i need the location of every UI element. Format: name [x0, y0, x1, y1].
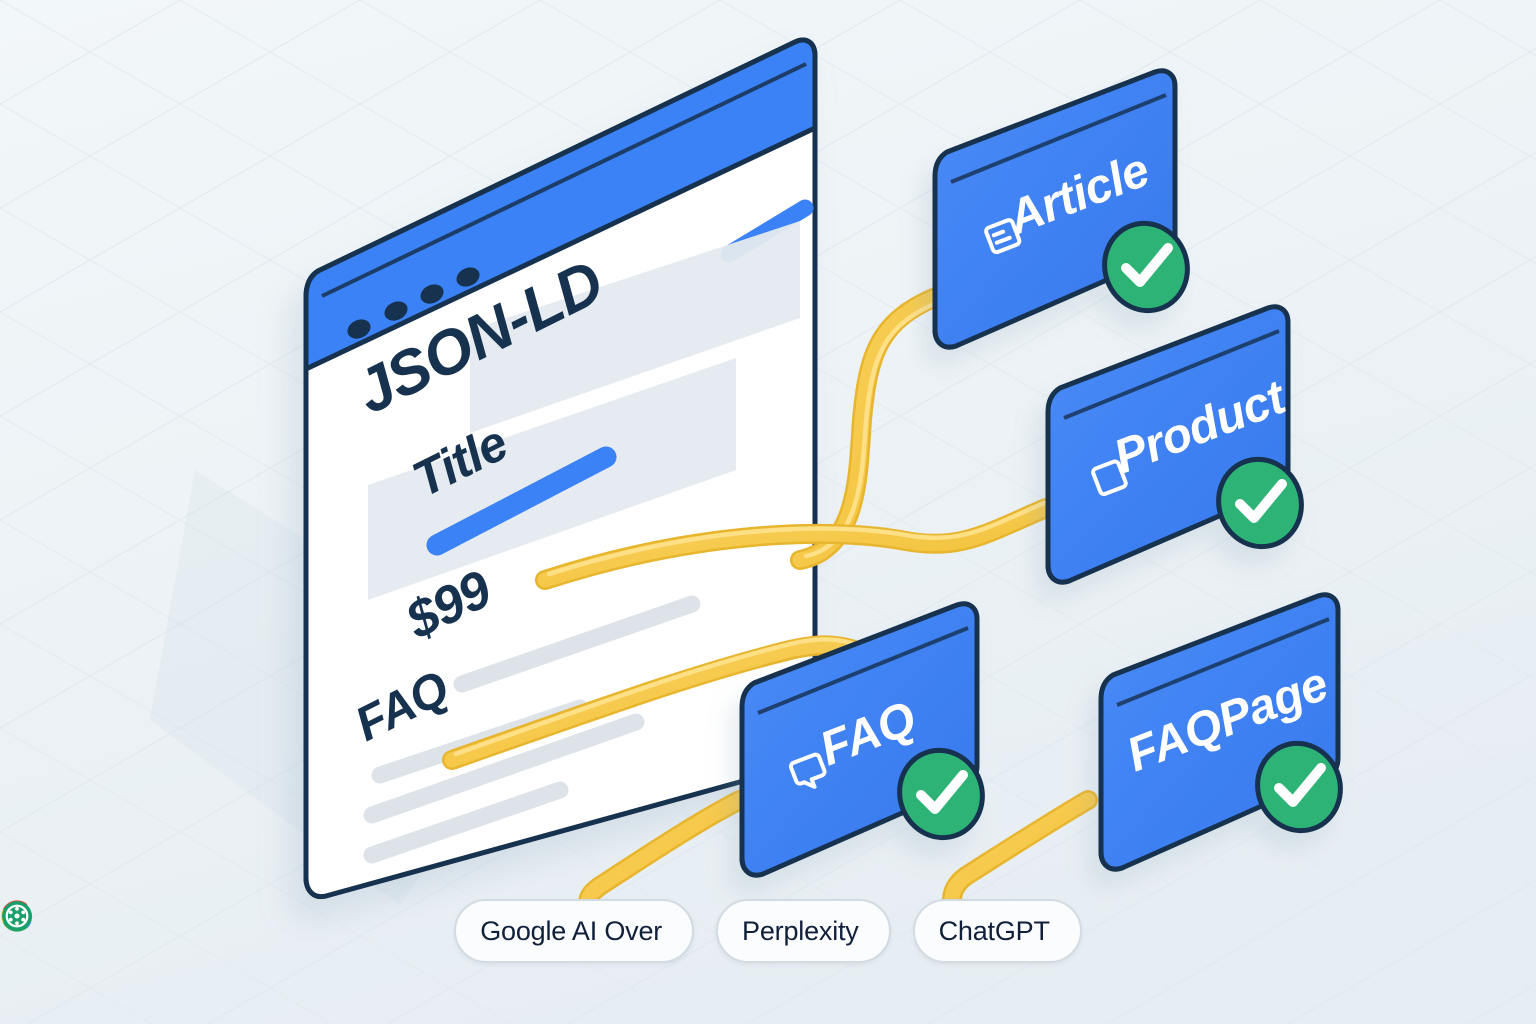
- chatgpt-icon: [2, 901, 32, 931]
- status-badge-valid-faq: [897, 747, 985, 841]
- check-icon: [1274, 763, 1326, 807]
- schema-card-faq[interactable]: FAQ: [739, 601, 995, 878]
- field-value-bar-title: [426, 446, 617, 556]
- field-value-bar-price: [453, 595, 701, 693]
- ai-consumer-pill-row: Google AI Over Perplexity ChatGPT: [0, 899, 1536, 963]
- status-badge-valid-faqpage: [1255, 740, 1343, 834]
- window-dot[interactable]: [417, 281, 446, 307]
- connector-to-product-fill: [537, 500, 1054, 588]
- pill-label-perplexity: Perplexity: [742, 915, 859, 946]
- window-dot[interactable]: [453, 264, 482, 290]
- pill-google-ai-overview[interactable]: Google AI Over: [1, 899, 695, 963]
- product-box-icon: [1091, 459, 1128, 497]
- connector-to-chatgpt-pill-fill: [944, 792, 1096, 908]
- placeholder-row: [363, 713, 645, 824]
- status-badge-valid-product: [1216, 456, 1304, 550]
- check-icon: [1121, 243, 1173, 287]
- window-dot[interactable]: [381, 298, 410, 324]
- faq-speech-bubble-icon: [788, 752, 827, 789]
- check-icon: [916, 770, 968, 814]
- article-doc-icon: [984, 218, 1022, 255]
- check-icon: [1235, 479, 1287, 523]
- card-front-face: [739, 601, 980, 878]
- placeholder-row: [363, 781, 569, 864]
- card-top-highlight: [950, 93, 1167, 184]
- window-dot[interactable]: [344, 316, 373, 342]
- pill-label-google-ai-overview: Google AI Over: [480, 915, 663, 946]
- connector-to-google-pill-fill: [580, 792, 748, 912]
- card-top-highlight: [757, 626, 969, 715]
- card-top-highlight: [1116, 617, 1330, 707]
- content-panel-placeholder: [470, 221, 800, 433]
- pill-chatgpt[interactable]: ChatGPT: [2, 899, 1082, 963]
- pill-label-chatgpt: ChatGPT: [938, 915, 1050, 946]
- connector-highlight: [546, 500, 1047, 577]
- browser-window-controls[interactable]: [344, 264, 482, 342]
- card-front-face: [1098, 592, 1341, 872]
- browser-titlebar-highlight: [321, 62, 807, 298]
- schema-card-faqpage[interactable]: FAQPage: [1098, 592, 1353, 872]
- card-top-highlight: [1063, 329, 1280, 420]
- schema-card-article[interactable]: Article: [932, 68, 1200, 350]
- connectors: [442, 286, 1098, 914]
- status-badge-valid-article: [1102, 220, 1190, 314]
- schema-card-product[interactable]: Product: [1045, 304, 1314, 585]
- pill-perplexity[interactable]: Perplexity: [4, 899, 891, 963]
